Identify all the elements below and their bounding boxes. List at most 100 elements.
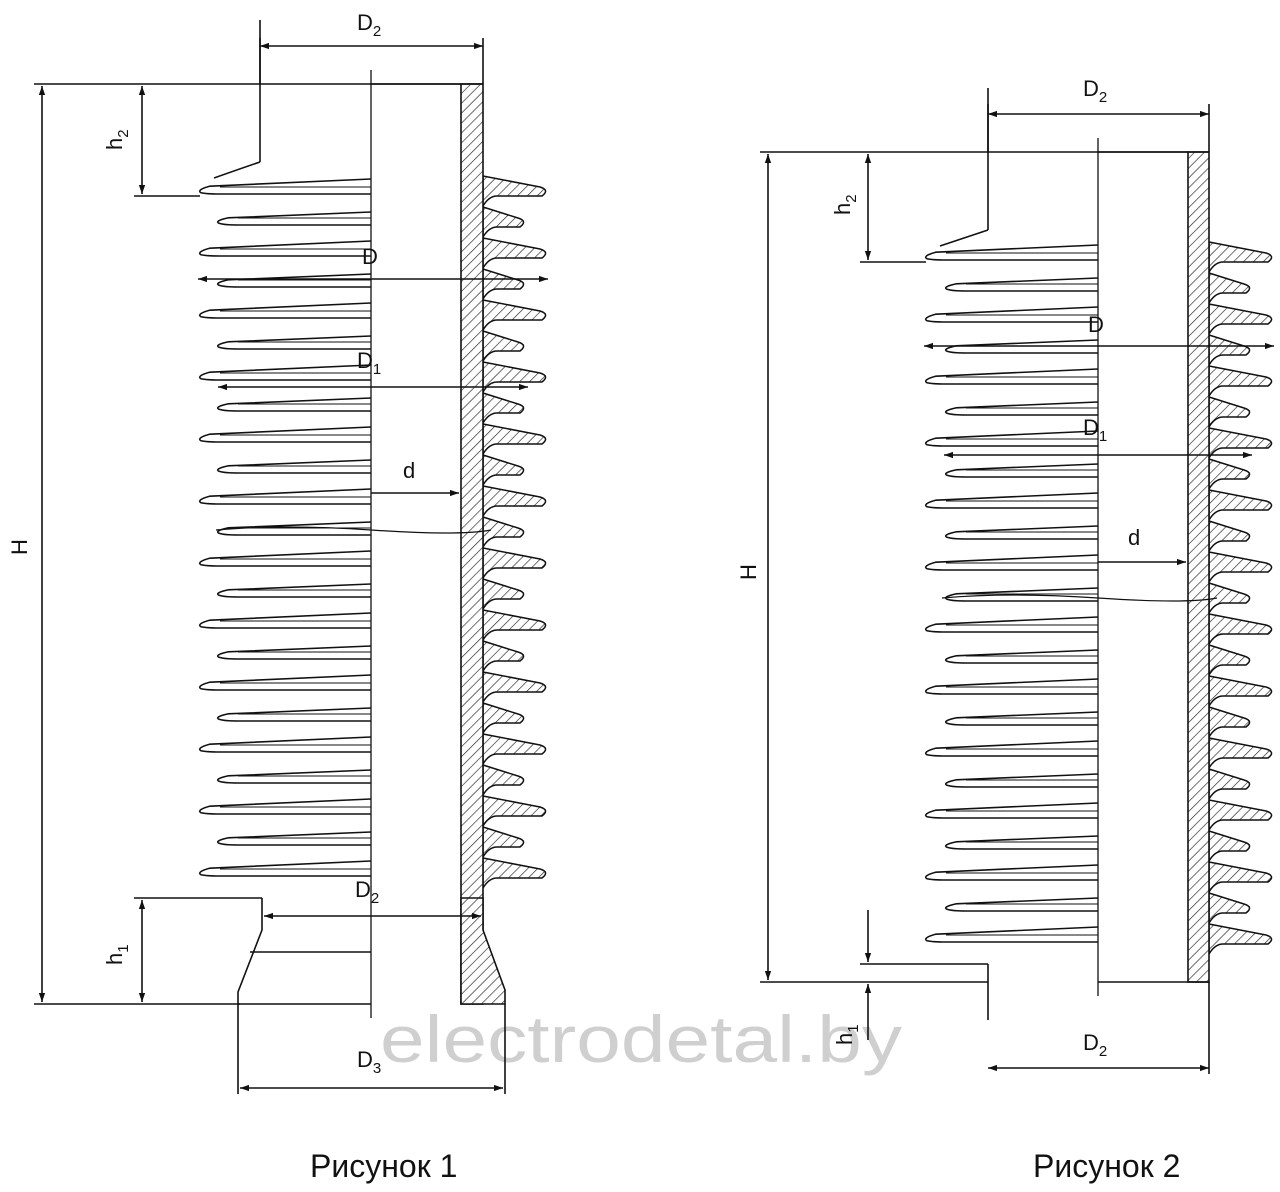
- shed-left: [944, 277, 1099, 292]
- top-flange-curve: [213, 161, 261, 179]
- shed-right-section: [482, 825, 525, 860]
- shed-left: [924, 554, 1099, 571]
- shed-left: [216, 459, 372, 474]
- shed-right-section: [482, 515, 525, 550]
- shed-left: [924, 430, 1099, 447]
- figure-2-label-d2-bottom: D2: [1083, 1030, 1107, 1060]
- shed-right-section: [482, 609, 547, 643]
- shed-left: [944, 463, 1099, 478]
- wall-section: [1187, 151, 1210, 983]
- shed-left: [198, 674, 372, 691]
- shed-right-section: [1208, 799, 1273, 833]
- figure-1-sheds: [198, 175, 547, 891]
- figure-1-insulator: D2 h2 D D1 d H D2 h1 D3 Рисунок 1: [7, 10, 548, 1184]
- break-line: [215, 526, 492, 534]
- shed-right-section: [482, 205, 525, 240]
- figure-1-body: [213, 20, 506, 1018]
- shed-left: [924, 864, 1099, 881]
- shed-left: [216, 831, 372, 846]
- figure-1-label-d2-top: D2: [357, 10, 381, 40]
- shed-right-section: [482, 733, 547, 767]
- shed-right-section: [482, 391, 525, 426]
- bottom-flange-left: [237, 898, 371, 1005]
- figure-1-label-d3: D3: [357, 1047, 381, 1077]
- figure-2-caption: Рисунок 2: [1033, 1148, 1180, 1184]
- top-flange-curve: [939, 229, 989, 247]
- shed-left: [198, 798, 372, 815]
- shed-right-section: [482, 577, 525, 612]
- figure-1-label-d2-bottom: D2: [355, 877, 379, 907]
- shed-right-section: [1208, 271, 1251, 306]
- figure-1-label-h2: h2: [102, 129, 132, 150]
- shed-right-section: [482, 237, 547, 271]
- shed-left: [198, 426, 372, 443]
- wall-section: [460, 83, 484, 1005]
- shed-left: [216, 707, 372, 722]
- shed-right-section: [1208, 767, 1251, 802]
- shed-left: [924, 740, 1099, 757]
- shed-left: [198, 488, 372, 505]
- shed-right-section: [482, 485, 547, 519]
- shed-left: [216, 397, 372, 412]
- figure-1-label-h1: h1: [102, 944, 132, 965]
- figure-1-label-h: H: [7, 539, 32, 555]
- shed-left: [216, 769, 372, 784]
- break-line: [941, 594, 1218, 602]
- shed-left: [198, 550, 372, 567]
- shed-right-section: [482, 423, 547, 457]
- shed-left: [216, 583, 372, 598]
- shed-left: [924, 368, 1099, 385]
- shed-left: [944, 401, 1099, 416]
- shed-right-section: [482, 299, 547, 333]
- shed-right-section: [1208, 303, 1273, 337]
- shed-right-section: [482, 639, 525, 674]
- shed-left: [216, 645, 372, 660]
- bottom-flange-section: [460, 897, 506, 1005]
- figure-2-sheds: [924, 241, 1273, 957]
- shed-left: [924, 678, 1099, 695]
- shed-left: [944, 897, 1099, 912]
- shed-right-section: [1208, 861, 1273, 895]
- figure-2-label-small-d: d: [1128, 525, 1140, 550]
- figure-1-caption: Рисунок 1: [310, 1148, 457, 1184]
- shed-left: [924, 616, 1099, 633]
- shed-right-section: [1208, 829, 1251, 864]
- shed-right-section: [482, 453, 525, 488]
- figure-2-dimensions: [760, 104, 1274, 1074]
- shed-left: [924, 492, 1099, 509]
- figure-1-label-d1: D1: [357, 348, 381, 378]
- shed-left: [216, 211, 372, 226]
- shed-left: [198, 860, 372, 877]
- shed-right-section: [1208, 613, 1273, 647]
- shed-right-section: [1208, 519, 1251, 554]
- shed-left: [198, 364, 372, 381]
- shed-left: [944, 835, 1099, 850]
- shed-right-section: [1208, 427, 1273, 461]
- shed-left: [924, 926, 1099, 943]
- figure-1-dimensions: [34, 38, 548, 1094]
- figure-2-label-h: H: [736, 564, 761, 580]
- shed-right-section: [482, 671, 547, 705]
- figure-2-label-d1: D1: [1083, 415, 1107, 445]
- shed-right-section: [482, 857, 547, 891]
- shed-left: [944, 587, 1099, 602]
- shed-left: [198, 302, 372, 319]
- shed-right-section: [482, 175, 547, 209]
- shed-left: [198, 736, 372, 753]
- shed-right-section: [1208, 241, 1273, 275]
- figure-1-label-small-d: d: [403, 458, 415, 483]
- shed-right-section: [1208, 333, 1251, 368]
- shed-left: [944, 711, 1099, 726]
- shed-right-section: [1208, 365, 1273, 399]
- shed-right-section: [1208, 551, 1273, 585]
- shed-right-section: [1208, 675, 1273, 709]
- shed-left: [198, 178, 372, 195]
- shed-left: [924, 306, 1099, 323]
- figure-2-label-d: D: [1088, 312, 1104, 337]
- figure-2-label-h1: h1: [832, 1024, 862, 1045]
- figure-2-label-d2-top: D2: [1083, 76, 1107, 106]
- shed-right-section: [482, 701, 525, 736]
- shed-right-section: [1208, 581, 1251, 616]
- shed-right-section: [482, 795, 547, 829]
- shed-right-section: [1208, 395, 1251, 430]
